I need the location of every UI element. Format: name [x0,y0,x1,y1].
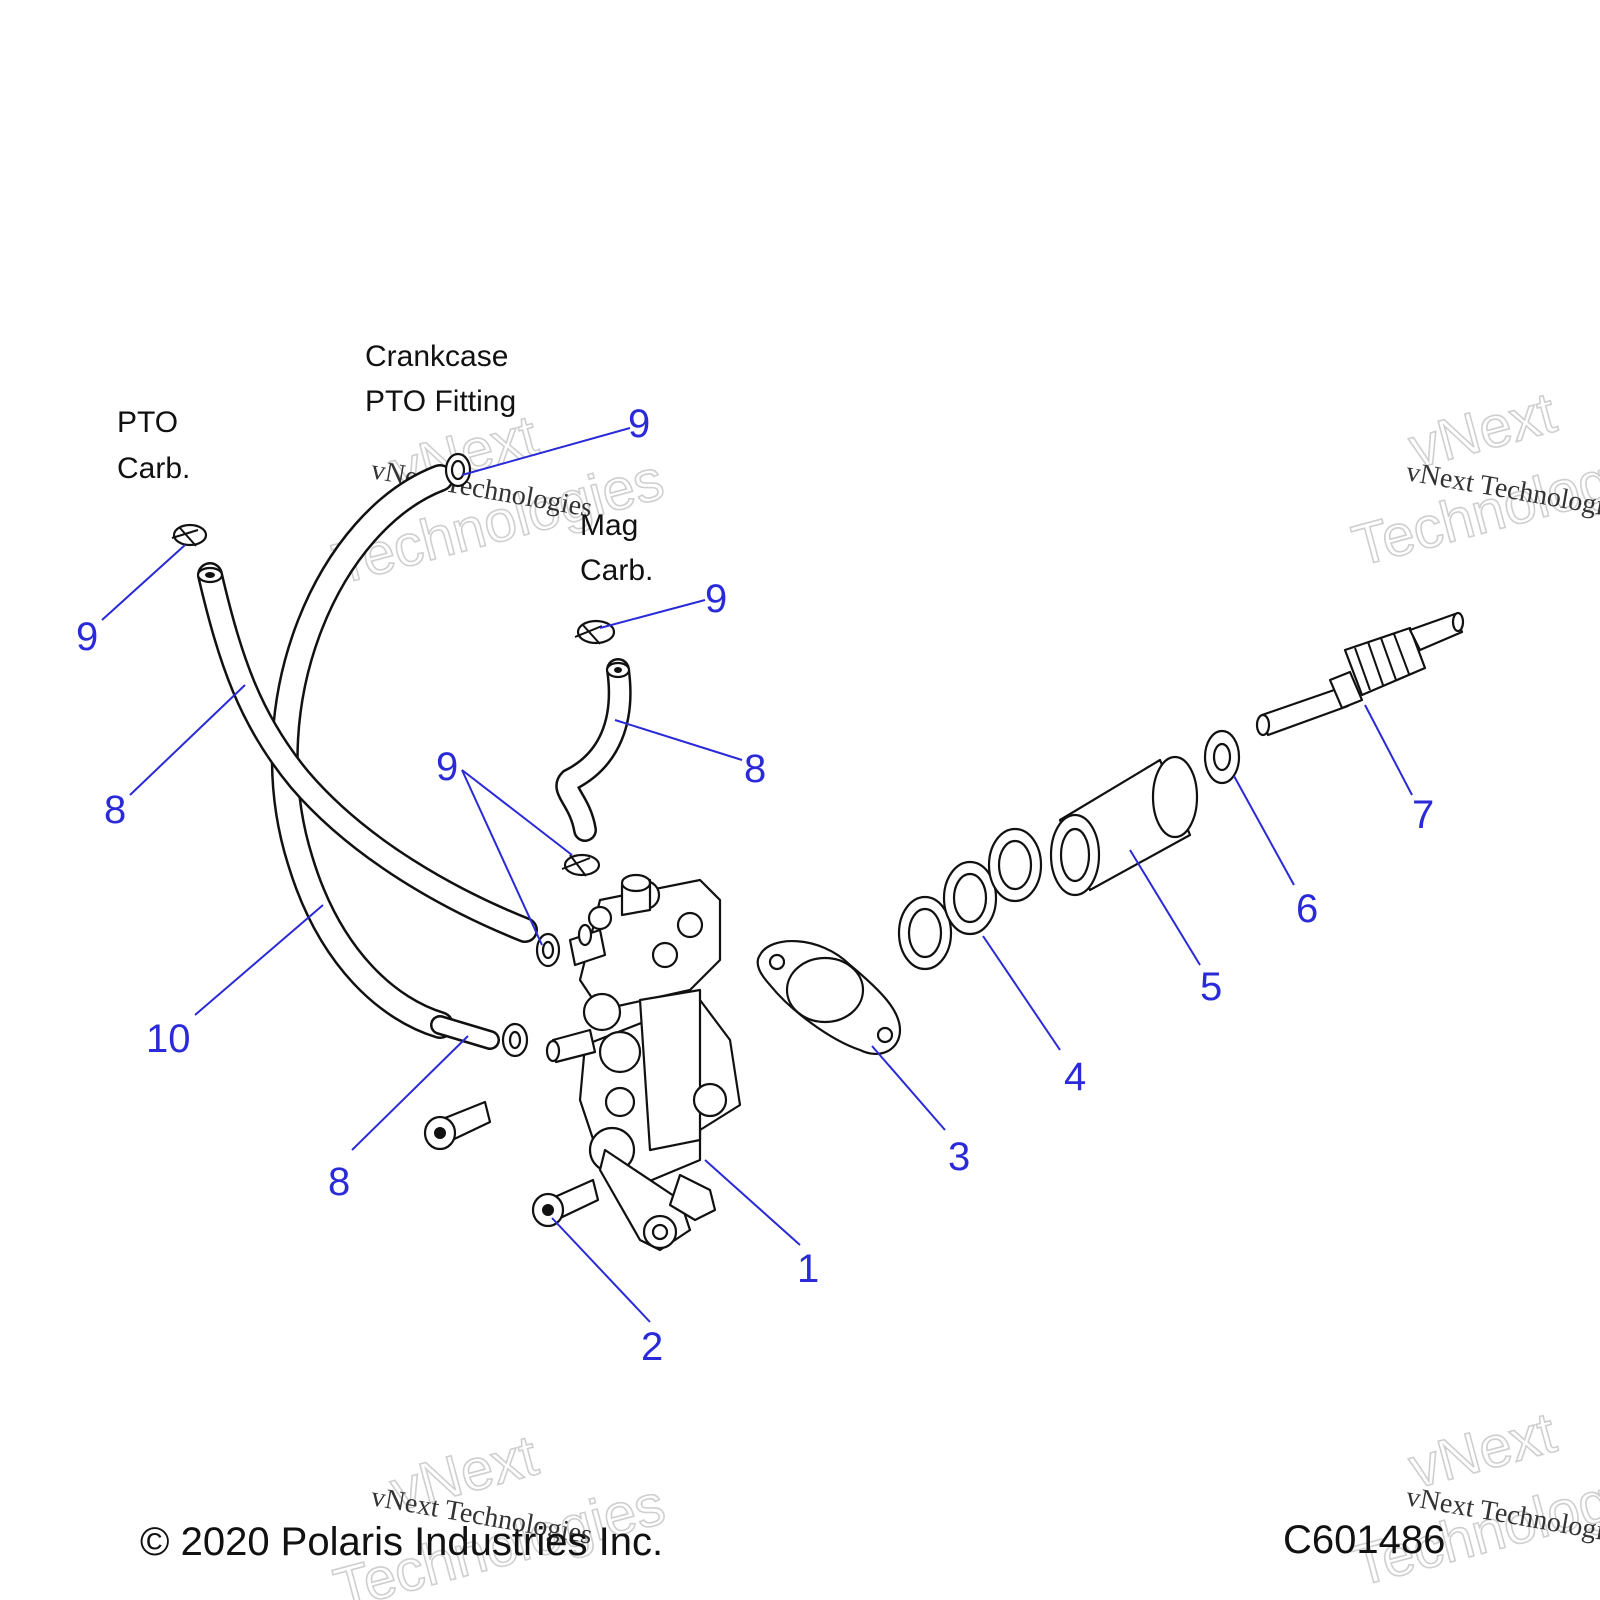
callout-9-mid: 9 [436,745,458,789]
note-mag-line2: Carb. [580,554,653,587]
part-9-clamp-mag [574,619,616,645]
callout-8-pto: 8 [104,788,126,832]
callout-5: 5 [1200,965,1222,1009]
watermark-bottom-right: vNext Technologies [1345,1399,1600,1600]
leader-lines [101,427,1413,1323]
diagram-code: C601486 [1283,1518,1445,1562]
note-pto-line2: Carb. [117,452,190,485]
watermark-bottom-center: vNext Technologies [327,1422,672,1600]
part-9-clamp-top [444,452,472,488]
part-5-bushing [1049,755,1199,897]
part-3-gasket [756,939,902,1055]
callout-8-mag: 8 [744,747,766,791]
callout-3: 3 [948,1135,970,1179]
callout-8-lower: 8 [328,1160,350,1204]
callout-6: 6 [1296,887,1318,931]
callout-9-mag: 9 [705,577,727,621]
note-mag-line1: Mag [580,509,638,542]
callout-9-pto: 9 [76,615,98,659]
part-8-pto-hose [196,562,538,943]
part-2-screw-upper [423,1100,492,1151]
part-4-washers [897,827,1043,971]
note-crankcase-line1: Crankcase [365,340,508,373]
part-9-clamp-pump-a [535,932,561,968]
part-7-drive-shaft [1255,611,1465,737]
copyright-text: © 2020 Polaris Industries Inc. [140,1520,663,1564]
callout-4: 4 [1064,1055,1086,1099]
callout-9-top: 9 [628,402,650,446]
callout-2: 2 [641,1325,663,1369]
part-9-clamp-mid [561,853,601,877]
note-crankcase-line2: PTO Fitting [365,385,516,418]
part-9-clamp-pto [171,523,208,547]
callout-7: 7 [1412,793,1434,837]
part-6-washer [1203,729,1241,785]
part-2-screw-lower [531,1178,600,1228]
part-1-oil-pump [545,873,742,1252]
part-9-clamp-pump-b [501,1022,529,1058]
note-pto-line1: PTO [117,406,178,439]
part-8-mag-hose [555,658,632,842]
callout-1: 1 [797,1247,819,1291]
callout-10: 10 [146,1017,191,1061]
part-10-long-hose [270,464,500,1050]
